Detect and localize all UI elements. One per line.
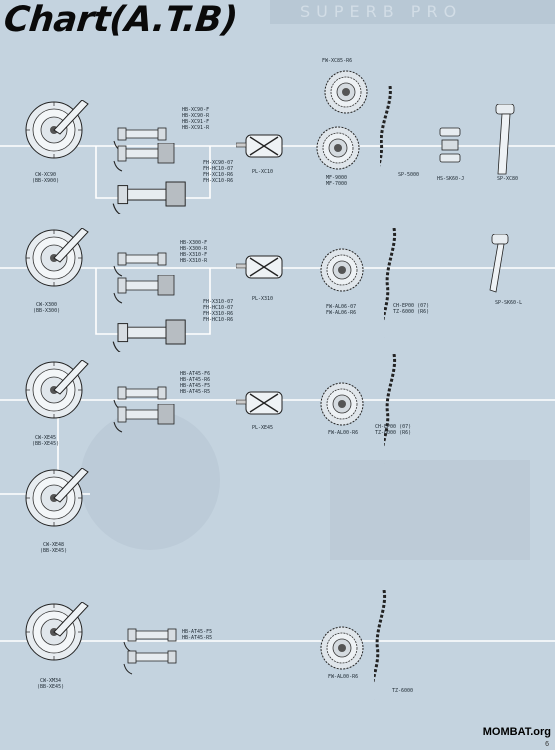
freewheel-label: FW-AL00-R6 <box>328 674 359 680</box>
rear-hub-labels: FH-XC90-07 FH-HC10-07 FH-XC10-R6 FH-XC10… <box>203 160 234 184</box>
seatpost-icon <box>489 234 509 293</box>
chain-icon <box>380 86 396 197</box>
headset-label: HS-SK60-J <box>437 176 465 182</box>
crankset-label: CW-XM34 (BB-XE45) <box>37 678 65 690</box>
crankset-icon <box>25 468 89 527</box>
page-title: Chart(A.T.B) <box>1 0 240 40</box>
rear-hub-icon <box>113 275 175 304</box>
freewheel-icon <box>320 248 364 292</box>
pedal-icon <box>236 255 283 279</box>
rear-hub-icon <box>112 319 186 352</box>
crankset-icon <box>25 228 89 287</box>
crankset-label: CW-XC90 (BB-X900) <box>32 172 60 184</box>
freewheel-label: MF-9000 MF-7000 <box>326 175 348 187</box>
chain-label: CH-EP00 (07) TZ-6000 (R6) <box>393 303 430 315</box>
freewheel-label: FW-AL00-R6 <box>328 430 359 436</box>
freewheel-icon <box>316 126 360 170</box>
crankset-icon <box>25 602 89 661</box>
pedal-icon <box>236 391 283 415</box>
pedal-label: PL-XC10 <box>252 169 274 175</box>
freewheel-icon <box>320 626 364 670</box>
hub-labels: HB-AT45-F6 HB-AT45-R6 HB-AT45-F5 HB-AT45… <box>180 371 211 395</box>
crankset-icon <box>25 360 89 419</box>
crankset-label: CW-XE48 (BB-XE45) <box>40 542 68 554</box>
page-number: 6 <box>545 741 549 748</box>
front-hub-labels: HB-X300-F HB-X300-R HB-X310-F HB-X310-R <box>180 240 208 264</box>
crankset-label: CW-X300 (BB-X300) <box>33 302 61 314</box>
freewheel-icon <box>320 382 364 426</box>
front-hub-labels: HB-XC90-F HB-XC90-R HB-XC91-F HB-XC91-R <box>182 107 210 131</box>
seatpost-icon <box>495 104 515 175</box>
chain-icon <box>374 590 390 701</box>
svg-text:SUPERB PRO: SUPERB PRO <box>300 2 462 21</box>
chain-icon <box>384 228 400 339</box>
freewheel-label: FW-XC85-R6 <box>322 58 353 64</box>
chain-label: CH-EP00 (07) TZ-6000 (R6) <box>375 424 412 436</box>
seatpost-label: SP-XC80 <box>497 176 519 182</box>
pedal-icon <box>236 134 283 158</box>
rear-hub-icon <box>112 181 186 214</box>
watermark: MOMBAT.org <box>482 726 551 738</box>
headset-icon <box>439 127 461 163</box>
rear-hub-icon <box>123 650 177 675</box>
pedal-label: PL-X310 <box>252 296 274 302</box>
pedal-label: PL-XE45 <box>252 425 274 431</box>
chain-label: TZ-6000 <box>392 688 414 694</box>
chain-icon <box>384 354 400 465</box>
crankset-label: CW-XE45 (BB-XE45) <box>32 435 60 447</box>
chain-label: SP-5000 <box>398 172 420 178</box>
seatpost-label: SP-SK60-L <box>495 300 523 306</box>
freewheel-icon <box>324 70 368 114</box>
rear-hub-labels: FH-X310-07 FH-HC10-07 FH-X310-R6 FH-HC10… <box>203 299 234 323</box>
hub-labels: HB-AT45-F5 HB-AT45-R5 <box>182 629 213 641</box>
rear-hub-icon <box>113 143 175 172</box>
freewheel-label: FW-AL06-07 FW-AL06-R6 <box>326 304 357 316</box>
rear-hub-icon <box>113 404 175 433</box>
crankset-icon <box>25 100 89 159</box>
